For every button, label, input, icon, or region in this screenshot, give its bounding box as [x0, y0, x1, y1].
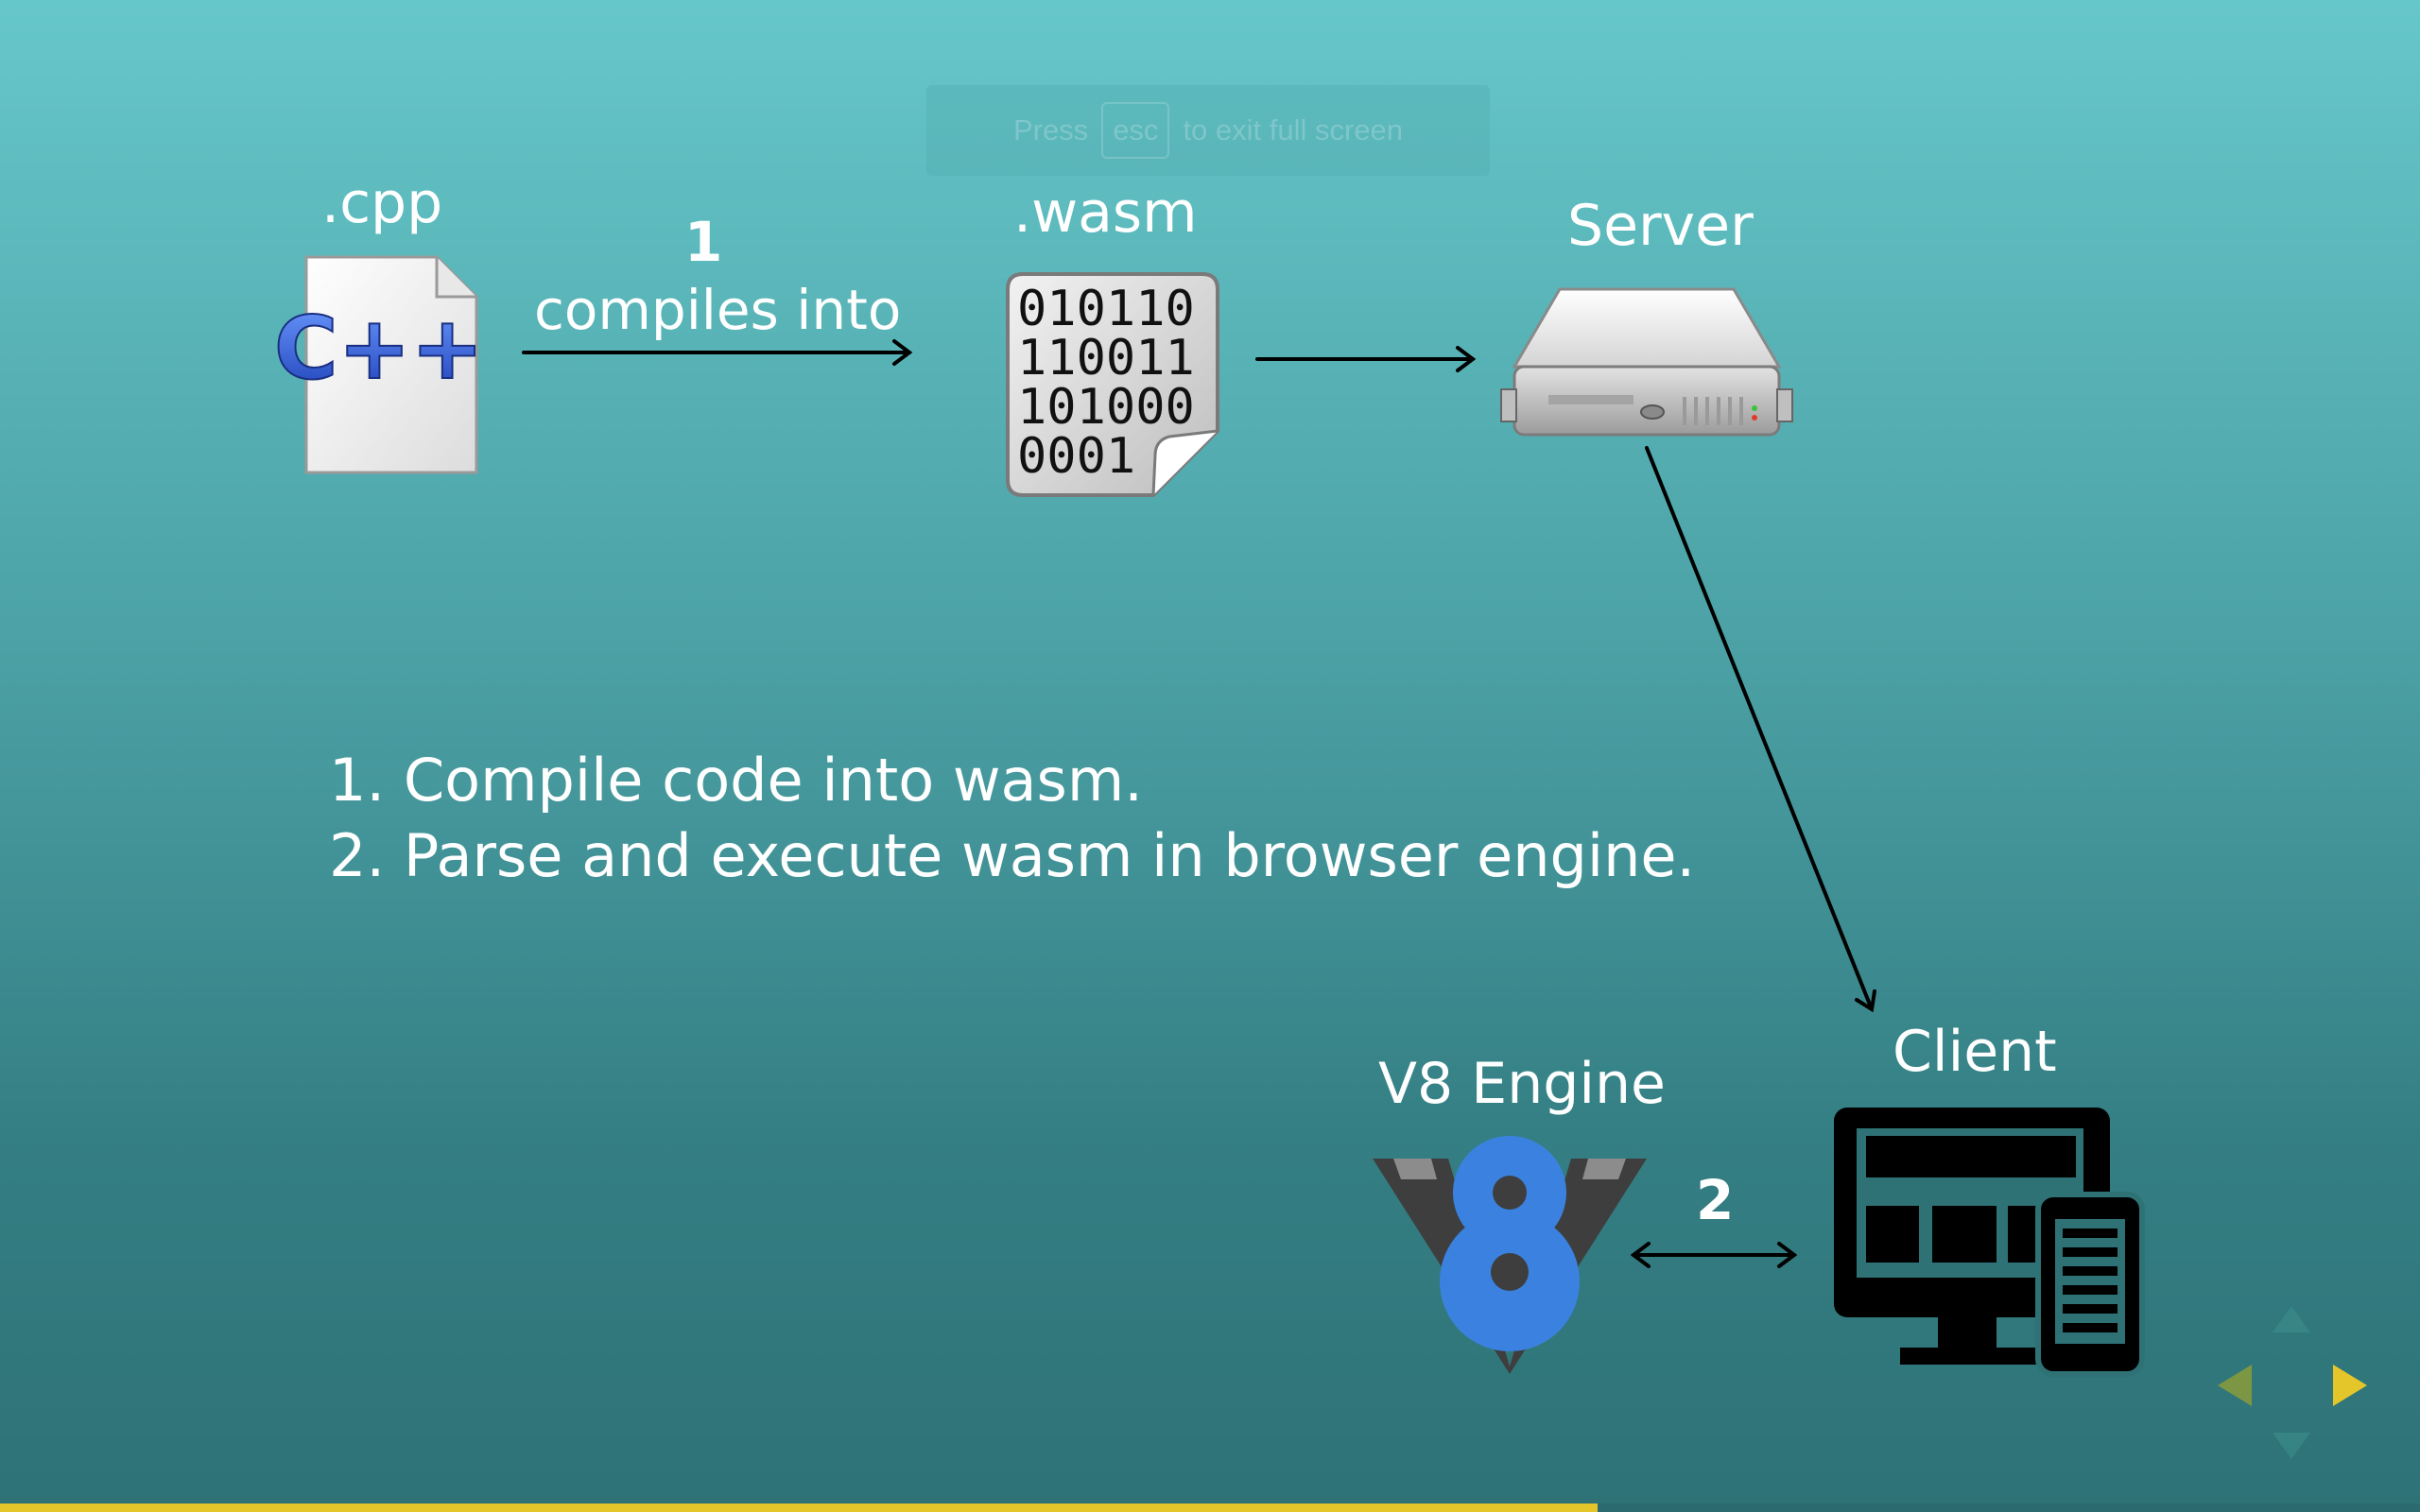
- wasm-label: .wasm: [1013, 180, 1198, 246]
- cpp-file-icon: C++: [273, 253, 485, 480]
- client-devices-icon: [1828, 1102, 2146, 1377]
- v8-logo-icon: [1373, 1130, 1647, 1376]
- step-1: 1. Compile code into wasm.: [329, 746, 1143, 815]
- nav-down-icon[interactable]: [2269, 1429, 2314, 1463]
- fullscreen-hint: Press esc to exit full screen: [926, 85, 1490, 176]
- wasm-icon-line: 010110: [1017, 281, 1195, 337]
- cpp-label: .cpp: [321, 170, 443, 236]
- client-label: Client: [1893, 1019, 2057, 1085]
- server-label: Server: [1567, 193, 1754, 259]
- fullscreen-hint-press: Press: [1012, 113, 1089, 146]
- server-icon: [1499, 284, 1794, 444]
- cpp-icon-text: C++: [274, 298, 484, 399]
- wasm-icon-line: 101000: [1017, 379, 1195, 436]
- progress-bar: [0, 1503, 2420, 1512]
- arrow1-label: compiles into: [534, 278, 902, 342]
- progress-bar-fill: [0, 1503, 1598, 1512]
- step-2: 2. Parse and execute wasm in browser eng…: [329, 821, 1696, 890]
- wasm-icon-line: 110011: [1017, 330, 1195, 387]
- wasm-icon-line: 0001: [1017, 428, 1135, 485]
- esc-key-badge: esc: [1101, 102, 1170, 159]
- arrow1-number: 1: [684, 210, 723, 274]
- nav-up-icon[interactable]: [2269, 1302, 2314, 1336]
- fullscreen-hint-text: to exit full screen: [1183, 113, 1404, 146]
- v8-label: V8 Engine: [1378, 1051, 1666, 1117]
- arrow2-number: 2: [1696, 1168, 1735, 1232]
- nav-left-icon[interactable]: [2214, 1361, 2256, 1410]
- steps-list: 1. Compile code into wasm. 2. Parse and …: [329, 743, 1695, 894]
- nav-right-icon[interactable]: [2329, 1361, 2371, 1410]
- arrow-server-to-client: [1645, 446, 1874, 1011]
- wasm-file-icon: 010110 110011 101000 0001: [1004, 270, 1225, 501]
